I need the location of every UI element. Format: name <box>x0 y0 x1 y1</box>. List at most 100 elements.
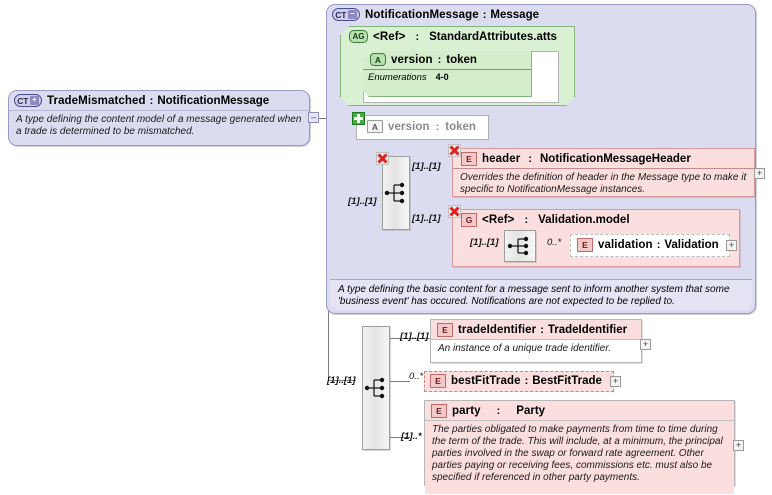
attribute-version-title: A version : token <box>361 50 531 69</box>
element-icon[interactable]: E <box>431 404 447 418</box>
base-type-type: Message <box>490 8 539 21</box>
element-validation-cardinality: 0..* <box>547 237 562 248</box>
attribute-group-type: StandardAttributes.atts <box>429 30 557 43</box>
separator: : <box>524 375 529 387</box>
required-marker-icon <box>376 152 389 165</box>
connector <box>388 338 430 339</box>
element-type: TradeIdentifier <box>547 324 628 336</box>
element-tradeidentifier-expander[interactable]: + <box>640 339 651 350</box>
complex-type-expand-icon[interactable]: CT+ <box>14 94 42 107</box>
attribute-icon[interactable]: A <box>370 53 386 66</box>
base-type-title: CT– NotificationMessage : Message <box>327 5 755 24</box>
attribute-group-name: <Ref> <box>373 30 406 43</box>
element-validation-box[interactable]: E validation : Validation <box>570 234 730 257</box>
separator: : <box>149 94 154 107</box>
group-icon[interactable]: G <box>461 213 477 227</box>
element-header-cardinality: [1]..[1] <box>412 161 441 172</box>
element-name: tradeIdentifier <box>458 324 537 336</box>
separator: : <box>415 30 420 43</box>
element-icon[interactable]: E <box>430 374 446 388</box>
group-validation-cardinality: [1]..[1] <box>412 213 441 224</box>
root-type-annotation: A type defining the content model of a m… <box>9 110 309 142</box>
base-type-name: NotificationMessage <box>365 8 479 21</box>
validation-sequence-cardinality: [1]..[1] <box>470 237 499 248</box>
element-name: validation <box>598 239 653 251</box>
element-validation-expander[interactable]: + <box>726 240 737 251</box>
element-name: party <box>452 405 481 417</box>
element-party-title: E party : Party <box>425 401 734 420</box>
group-validation-title: G <Ref> : Validation.model <box>453 210 739 229</box>
attribute-name: version <box>391 53 433 66</box>
attribute-name: version <box>388 120 430 133</box>
element-type: Validation <box>664 239 719 251</box>
root-type-box[interactable]: CT+ TradeMismatched : NotificationMessag… <box>8 90 310 146</box>
ct-icon-label: CT <box>335 9 347 20</box>
element-bestfittrade-cardinality: 0..* <box>409 371 424 382</box>
element-icon[interactable]: E <box>437 323 453 337</box>
attribute-version-box[interactable]: A version : token Enumerations 4-0 <box>360 49 532 97</box>
extension-sequence-compositor[interactable] <box>362 326 390 450</box>
connector <box>388 437 410 438</box>
element-bestfittrade-expander[interactable]: + <box>610 376 621 387</box>
element-bestfittrade-title: E bestFitTrade : BestFitTrade <box>425 372 613 390</box>
base-sequence-compositor[interactable] <box>382 156 410 230</box>
connector <box>328 380 356 381</box>
separator: : <box>482 8 487 21</box>
ct-icon-label: CT <box>17 95 29 106</box>
element-party-box[interactable]: E party : Party The parties obligated to… <box>424 400 735 494</box>
group-type: Validation.model <box>538 214 630 226</box>
root-collapse-toggle[interactable]: – <box>308 112 319 123</box>
group-name: <Ref> <box>482 214 515 226</box>
complex-type-collapse-icon[interactable]: CT– <box>332 8 360 21</box>
base-type-annotation-strip: A type defining the basic content for a … <box>330 279 752 310</box>
element-validation-title: E validation : Validation <box>571 235 729 254</box>
required-marker-icon <box>448 144 461 157</box>
base-sequence-cardinality: [1]..[1] <box>348 196 377 207</box>
element-type: NotificationMessageHeader <box>539 153 691 165</box>
separator: : <box>540 324 544 336</box>
element-tradeidentifier-title: E tradeIdentifier : TradeIdentifier <box>431 320 641 339</box>
element-tradeidentifier-annotation: An instance of a unique trade identifier… <box>431 339 641 359</box>
element-tradeidentifier-cardinality: [1]..[1] <box>400 331 429 342</box>
extension-sequence-cardinality: [1]..[1] <box>327 375 356 386</box>
separator: : <box>435 120 440 133</box>
facet-value: 4-0 <box>435 72 449 82</box>
element-header-annotation: Overrides the definition of header in th… <box>453 168 754 200</box>
element-tradeidentifier-box[interactable]: E tradeIdentifier : TradeIdentifier An i… <box>430 319 642 363</box>
attribute-group-icon[interactable]: AG <box>349 30 368 43</box>
attribute-icon[interactable]: A <box>367 120 383 133</box>
plus-badge-icon <box>352 112 365 125</box>
attribute-type: token <box>446 53 477 66</box>
base-type-annotation: A type defining the basic content for a … <box>338 284 730 307</box>
ct-icon-state: + <box>29 96 39 105</box>
element-type: Party <box>516 405 546 417</box>
root-type-name: TradeMismatched <box>47 94 146 107</box>
root-type-type: NotificationMessage <box>157 94 270 107</box>
version-attribute-box[interactable]: A version : token <box>356 115 489 140</box>
separator: : <box>496 405 501 417</box>
validation-sequence-compositor[interactable] <box>504 230 536 262</box>
attribute-card-wrapper: A version : token Enumerations 4-0 <box>363 51 559 103</box>
element-icon[interactable]: E <box>461 152 477 166</box>
separator: : <box>528 153 532 165</box>
attribute-facets: Enumerations 4-0 <box>361 69 531 86</box>
element-name: bestFitTrade <box>451 375 521 387</box>
root-type-title: CT+ TradeMismatched : NotificationMessag… <box>9 91 309 110</box>
separator: : <box>656 239 661 251</box>
attribute-group-box[interactable]: AG <Ref> : StandardAttributes.atts A ver… <box>340 26 575 106</box>
connector <box>314 118 328 119</box>
element-icon[interactable]: E <box>577 238 593 252</box>
sequence-compositor-icon <box>507 236 529 256</box>
ct-icon-state: – <box>347 10 357 19</box>
element-header-expander[interactable]: + <box>754 168 765 179</box>
sequence-compositor-icon <box>384 182 405 204</box>
element-header-box[interactable]: E header : NotificationMessageHeader Ove… <box>452 148 755 197</box>
element-name: header <box>482 153 521 165</box>
element-bestfittrade-box[interactable]: E bestFitTrade : BestFitTrade <box>424 371 614 392</box>
element-party-expander[interactable]: + <box>733 440 744 451</box>
separator: : <box>437 53 442 66</box>
element-header-title: E header : NotificationMessageHeader <box>453 149 754 168</box>
sequence-compositor-icon <box>364 377 385 399</box>
required-marker-icon <box>448 205 461 218</box>
